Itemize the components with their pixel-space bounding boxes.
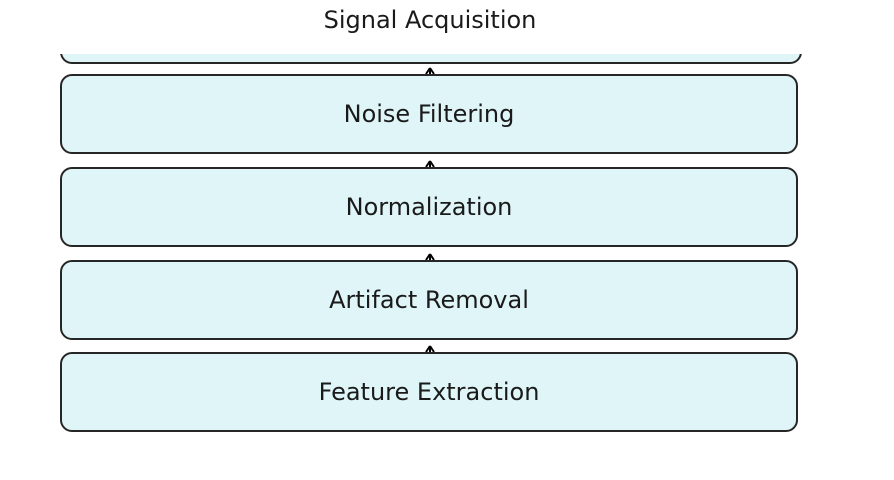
box-top-cutoff [60,28,802,54]
stage-box-feature-extraction: Feature Extraction [60,352,798,432]
stage-label-artifact-removal: Artifact Removal [329,286,529,314]
stage-box-artifact-removal: Artifact Removal [60,260,798,340]
stage-box-noise-filtering: Noise Filtering [60,74,798,154]
stage-label-normalization: Normalization [345,193,513,221]
stage-label-signal-acquisition: Signal Acquisition [323,6,537,34]
stage-box-normalization: Normalization [60,167,798,247]
stage-label-noise-filtering: Noise Filtering [343,100,515,128]
stage-label-feature-extraction: Feature Extraction [318,378,540,406]
